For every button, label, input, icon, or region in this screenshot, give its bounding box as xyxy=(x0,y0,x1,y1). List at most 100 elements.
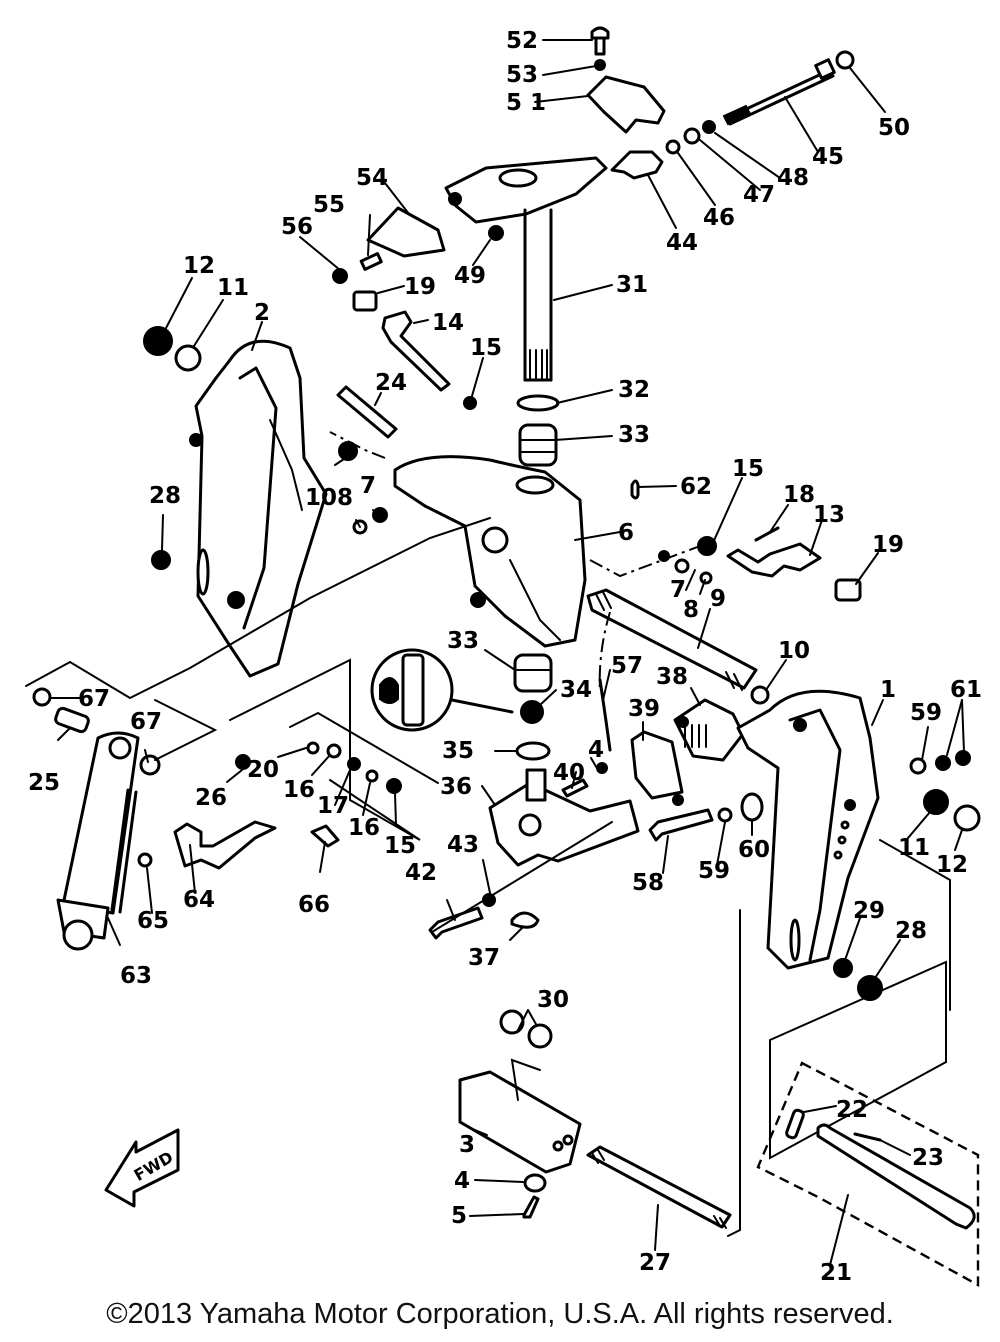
callout-51: 5 1 xyxy=(506,90,546,116)
washer-59a xyxy=(909,757,927,775)
washer-48 xyxy=(702,120,716,134)
clamp-bracket-1 xyxy=(736,689,880,970)
callout-59-top: 59 xyxy=(910,700,942,726)
bolt-58 xyxy=(648,808,714,842)
cap-50 xyxy=(835,50,855,70)
callout-14: 14 xyxy=(432,310,464,336)
steering-arm xyxy=(444,156,608,224)
nut-12b xyxy=(953,804,981,832)
callout-41: 4 xyxy=(588,737,604,763)
callout-31: 31 xyxy=(616,272,648,298)
callout-55: 55 xyxy=(313,192,345,218)
callout-16-b: 16 xyxy=(348,815,380,841)
plug-26 xyxy=(235,754,251,770)
nut-56 xyxy=(332,268,348,284)
washer-46 xyxy=(665,139,681,155)
bolt-52 xyxy=(590,26,610,56)
callout-47: 47 xyxy=(743,182,775,208)
washer-53 xyxy=(594,59,606,71)
callout-27: 27 xyxy=(639,1250,671,1276)
bushing-33b xyxy=(513,653,553,693)
callout-64: 64 xyxy=(183,887,215,913)
grease-nipple-62 xyxy=(630,479,640,500)
callout-1: 1 xyxy=(880,677,896,703)
swivel-bracket-6 xyxy=(393,455,587,648)
callout-16-a: 16 xyxy=(283,777,315,803)
bracket-36 xyxy=(488,768,640,867)
nut-11b xyxy=(923,789,949,815)
bolt-20 xyxy=(306,741,320,755)
cap-19b xyxy=(834,578,862,602)
screw-5 xyxy=(522,1195,540,1219)
stopper-3 xyxy=(458,1058,582,1174)
callout-15-bottom: 15 xyxy=(384,833,416,859)
hose-57 xyxy=(598,678,612,752)
rod-45 xyxy=(722,58,836,126)
bolt-40 xyxy=(561,778,589,798)
callout-43: 43 xyxy=(447,832,479,858)
cap-19a xyxy=(352,290,378,312)
tilt-pin-27 xyxy=(586,1145,732,1229)
callout-30: 30 xyxy=(537,987,569,1013)
callout-2: 2 xyxy=(254,300,270,326)
callout-45: 45 xyxy=(812,144,844,170)
callout-53: 53 xyxy=(506,62,538,88)
callout-35: 35 xyxy=(442,738,474,764)
callout-15-right: 15 xyxy=(732,456,764,482)
bushing-30a xyxy=(499,1009,525,1035)
callout-15-top: 15 xyxy=(470,335,502,361)
callout-28-left: 28 xyxy=(149,483,181,509)
callout-40: 40 xyxy=(553,760,585,786)
callout-24: 24 xyxy=(375,370,407,396)
callout-8-left: 8 xyxy=(337,485,353,511)
clip-67a xyxy=(32,687,52,707)
callout-33-top: 33 xyxy=(618,422,650,448)
nut-15a xyxy=(463,396,477,410)
tilt-shaft-9 xyxy=(586,588,758,691)
bolt-42 xyxy=(428,906,484,940)
callout-labels: 52 53 5 1 50 45 48 47 46 44 54 55 56 49 … xyxy=(28,28,982,1286)
callout-49: 49 xyxy=(454,263,486,289)
callout-60: 60 xyxy=(738,837,770,863)
bushing-44 xyxy=(610,150,664,180)
callout-25: 25 xyxy=(28,770,60,796)
callout-23: 23 xyxy=(912,1145,944,1171)
callout-66: 66 xyxy=(298,892,330,918)
callout-34: 34 xyxy=(560,677,592,703)
clamp-51 xyxy=(586,75,666,134)
bolt-8b xyxy=(699,571,713,585)
callout-63: 63 xyxy=(120,963,152,989)
alignment-lines xyxy=(25,431,951,1237)
lever-64 xyxy=(173,820,277,870)
fwd-arrow-icon: FWD xyxy=(104,1128,180,1208)
callout-36: 36 xyxy=(440,774,472,800)
nut-12a xyxy=(143,326,173,356)
callout-12-right: 12 xyxy=(936,852,968,878)
callout-33-bottom: 33 xyxy=(447,628,479,654)
lever-14 xyxy=(381,310,451,392)
callout-46: 46 xyxy=(703,205,735,231)
callout-22: 22 xyxy=(836,1097,868,1123)
callout-67-left: 67 xyxy=(78,686,110,712)
nut-49 xyxy=(488,225,504,241)
callout-37: 37 xyxy=(468,945,500,971)
callout-9: 9 xyxy=(710,586,726,612)
bolt-55 xyxy=(359,252,383,271)
callout-38: 38 xyxy=(656,664,688,690)
callout-56: 56 xyxy=(281,214,313,240)
spring-18 xyxy=(754,526,780,542)
callout-54: 54 xyxy=(356,165,388,191)
callout-18: 18 xyxy=(783,482,815,508)
callout-5: 5 xyxy=(451,1203,467,1229)
nut-15c xyxy=(386,778,402,794)
callout-58: 58 xyxy=(632,870,664,896)
callout-29: 29 xyxy=(853,898,885,924)
washer-16a xyxy=(326,743,342,759)
callout-13: 13 xyxy=(813,502,845,528)
nut-61a xyxy=(935,755,951,771)
clip-37 xyxy=(510,911,540,929)
callout-62: 62 xyxy=(680,474,712,500)
plug-7b xyxy=(658,550,670,562)
callout-3: 3 xyxy=(459,1132,475,1158)
pin-13 xyxy=(726,542,822,578)
